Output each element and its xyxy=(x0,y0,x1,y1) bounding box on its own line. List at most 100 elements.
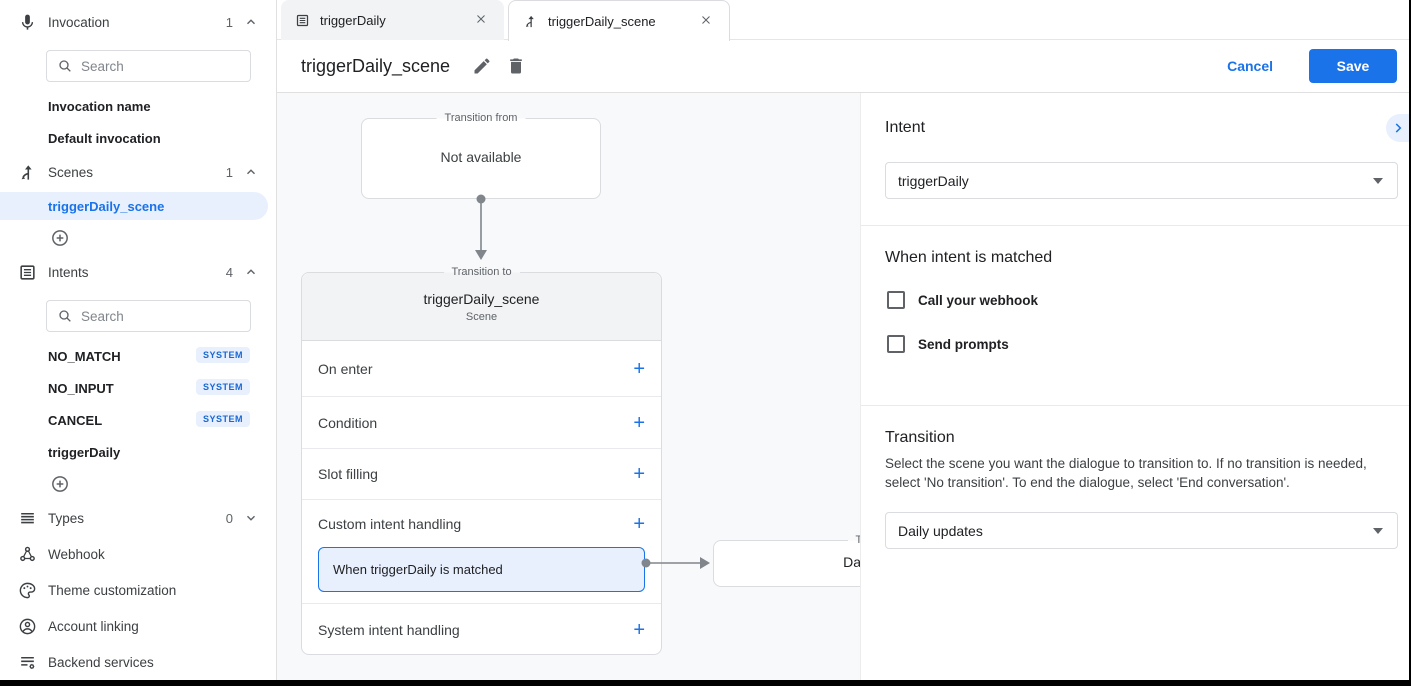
section-count: 0 xyxy=(225,510,233,526)
send-prompts-checkbox-row[interactable]: Send prompts xyxy=(887,335,1009,353)
sidebar-item-invocation-name[interactable]: Invocation name xyxy=(48,98,151,114)
sidebar-item-cancel-intent[interactable]: CANCEL xyxy=(48,412,103,428)
invocation-search[interactable] xyxy=(46,50,251,82)
add-icon[interactable]: + xyxy=(633,512,645,535)
scene-card-subtitle: Scene xyxy=(465,311,498,323)
scene-node-card: Transition to triggerDaily_scene Scene O… xyxy=(301,266,662,655)
chevron-up-icon[interactable] xyxy=(241,12,261,32)
intent-detail-panel: Intent triggerDaily When intent is match… xyxy=(860,93,1409,680)
sidebar-item-triggerdaily-scene[interactable]: triggerDaily_scene xyxy=(0,192,268,220)
checkbox-label: Send prompts xyxy=(918,336,1009,352)
title-bar: triggerDaily_scene Cancel Save xyxy=(277,40,1409,93)
section-label: Invocation xyxy=(48,14,110,30)
system-badge: SYSTEM xyxy=(195,379,250,395)
tab-triggerdaily[interactable]: triggerDaily xyxy=(281,0,504,40)
dropdown-caret-icon xyxy=(1373,527,1383,534)
webhook-icon xyxy=(16,543,38,565)
delete-icon[interactable] xyxy=(506,56,526,76)
intents-search[interactable] xyxy=(46,300,251,332)
row-slot-filling[interactable]: Slot filling + xyxy=(302,448,661,499)
page-title: triggerDaily_scene xyxy=(301,55,451,76)
sidebar-section-types[interactable]: Types 0 xyxy=(0,506,277,530)
sidebar-item-webhook[interactable]: Webhook xyxy=(0,542,277,566)
sidebar: Invocation 1 Invocation name Default inv… xyxy=(0,0,277,680)
sidebar-item-no-match[interactable]: NO_MATCH xyxy=(48,348,121,364)
section-label: Scenes xyxy=(48,164,94,180)
checkbox-unchecked[interactable] xyxy=(887,291,905,309)
transition-description: Select the scene you want the dialogue t… xyxy=(885,456,1367,490)
chevron-down-icon[interactable] xyxy=(241,508,261,528)
add-scene-button[interactable] xyxy=(50,228,70,248)
sidebar-section-scenes[interactable]: Scenes 1 xyxy=(0,160,277,184)
dropdown-caret-icon xyxy=(1373,177,1383,184)
row-label: On enter xyxy=(318,360,373,377)
checkbox-label: Call your webhook xyxy=(918,292,1039,308)
sidebar-item-default-invocation[interactable]: Default invocation xyxy=(48,130,161,146)
sidebar-item-triggerdaily-intent[interactable]: triggerDaily xyxy=(48,444,121,460)
section-count: 1 xyxy=(225,14,233,30)
scene-split-icon xyxy=(525,15,534,27)
chevron-right-icon xyxy=(1395,123,1401,133)
scene-card-header: triggerDaily_scene Scene xyxy=(302,273,661,341)
system-badge: SYSTEM xyxy=(195,411,250,427)
tab-triggerdaily-scene[interactable]: triggerDaily_scene xyxy=(508,0,730,41)
transition-select[interactable]: Daily updates xyxy=(885,512,1398,549)
system-badge: SYSTEM xyxy=(195,347,250,363)
tab-label: triggerDaily_scene xyxy=(548,13,656,29)
section-count: 1 xyxy=(225,164,233,180)
save-button[interactable]: Save xyxy=(1309,49,1397,83)
add-intent-button[interactable] xyxy=(50,474,70,494)
intent-select[interactable]: triggerDaily xyxy=(885,162,1398,199)
target-scene-box[interactable]: Transition to Daily updates xyxy=(713,534,860,587)
title-actions: Cancel Save xyxy=(1211,49,1397,83)
cancel-button[interactable]: Cancel xyxy=(1227,58,1273,74)
scene-flow-canvas: Transition from Not available Transition… xyxy=(277,93,860,680)
sidebar-item-theme-customization[interactable]: Theme customization xyxy=(0,578,277,602)
call-webhook-checkbox-row[interactable]: Call your webhook xyxy=(887,291,1038,309)
sidebar-item-no-input[interactable]: NO_INPUT xyxy=(48,380,114,396)
row-condition[interactable]: Condition + xyxy=(302,396,661,448)
divider xyxy=(861,405,1409,406)
chevron-up-icon[interactable] xyxy=(241,162,261,182)
intent-doc-icon xyxy=(296,14,309,26)
row-system-intent-handling[interactable]: System intent handling + xyxy=(302,603,661,655)
search-icon xyxy=(59,60,71,72)
row-custom-head[interactable]: Custom intent handling + xyxy=(302,500,661,547)
row-on-enter[interactable]: On enter + xyxy=(302,341,661,396)
add-icon[interactable]: + xyxy=(633,463,645,485)
section-label: Types xyxy=(48,510,85,526)
close-icon[interactable] xyxy=(699,13,715,29)
row-custom-intent-handling: Custom intent handling + When triggerDai… xyxy=(302,499,661,603)
intent-heading: Intent xyxy=(885,119,926,136)
item-label: Account linking xyxy=(48,618,139,634)
tab-bar: triggerDaily triggerDaily_scene xyxy=(277,0,1409,41)
target-box-legend: Transition to xyxy=(847,534,860,547)
item-label: Theme customization xyxy=(48,582,177,598)
transition-from-legend: Transition from xyxy=(436,112,526,125)
edit-icon[interactable] xyxy=(472,56,492,76)
intent-handler-when-triggerdaily-matched[interactable]: When triggerDaily is matched xyxy=(318,547,645,592)
backend-services-icon xyxy=(16,651,38,673)
sidebar-section-intents[interactable]: Intents 4 xyxy=(0,260,277,284)
collapse-panel-button[interactable] xyxy=(1386,114,1409,142)
add-icon[interactable]: + xyxy=(633,618,645,641)
checkbox-unchecked[interactable] xyxy=(887,335,905,353)
row-label: System intent handling xyxy=(318,621,460,638)
search-input[interactable] xyxy=(81,58,231,74)
section-label: Intents xyxy=(48,264,89,280)
add-icon[interactable]: + xyxy=(633,411,645,434)
section-count: 4 xyxy=(225,264,233,280)
palette-icon xyxy=(16,579,38,601)
transition-from-content: Not available xyxy=(440,149,522,165)
close-icon[interactable] xyxy=(474,12,490,28)
add-icon[interactable]: + xyxy=(633,357,645,380)
account-circle-icon xyxy=(16,615,38,637)
sidebar-item-backend-services[interactable]: Backend services xyxy=(0,650,277,674)
sidebar-section-invocation[interactable]: Invocation 1 xyxy=(0,10,277,34)
search-input[interactable] xyxy=(81,308,231,324)
sidebar-item-account-linking[interactable]: Account linking xyxy=(0,614,277,638)
chevron-up-icon[interactable] xyxy=(241,262,261,282)
row-label: Condition xyxy=(318,414,378,431)
intent-select-value: triggerDaily xyxy=(898,172,969,189)
